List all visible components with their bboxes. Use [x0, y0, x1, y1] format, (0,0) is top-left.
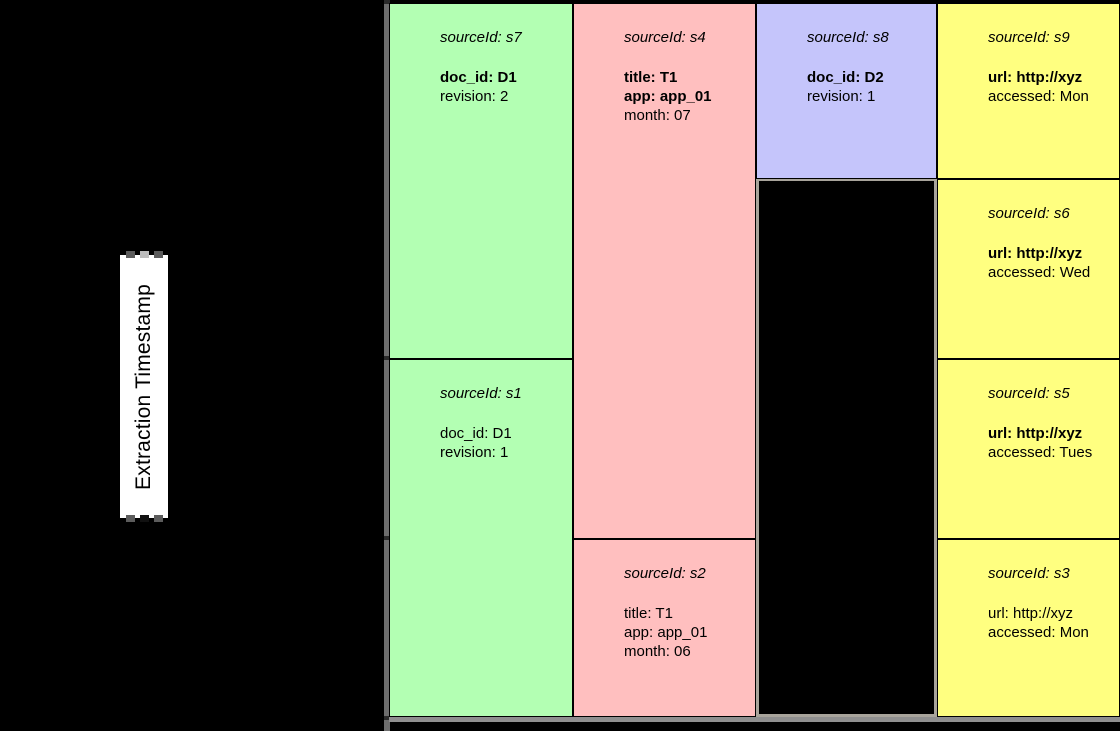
- attribute-line: month: 07: [624, 106, 691, 124]
- source-id-label: sourceId: s5: [988, 385, 1070, 402]
- attribute-line: doc_id: D2: [807, 68, 884, 86]
- cell-s7[interactable]: sourceId: s7 doc_id: D1 revision: 2: [389, 3, 573, 359]
- source-id-label: sourceId: s4: [624, 29, 706, 46]
- attribute-line: accessed: Wed: [988, 263, 1091, 281]
- attribute-line: month: 06: [624, 642, 691, 660]
- resize-handle-bottom-left[interactable]: [126, 515, 135, 522]
- rail-tick: [384, 0, 390, 4]
- resize-handle-top-left[interactable]: [126, 251, 135, 258]
- green-column: sourceId: s7 doc_id: D1 revision: 2 sour…: [389, 0, 573, 731]
- attribute-line: title: T1: [624, 68, 678, 86]
- attribute-line: url: http://xyz: [988, 68, 1083, 86]
- yellow-column: sourceId: s9 url: http://xyz accessed: M…: [937, 0, 1120, 731]
- attribute-line: accessed: Mon: [988, 87, 1089, 105]
- attribute-line: accessed: Tues: [988, 443, 1093, 461]
- attribute-line: url: http://xyz: [988, 604, 1074, 622]
- cell-s2[interactable]: sourceId: s2 title: T1 app: app_01 month…: [573, 539, 756, 717]
- rail-tick: [384, 536, 390, 540]
- rail-tick: [384, 356, 390, 360]
- attribute-line: revision: 2: [440, 87, 509, 105]
- cell-s4[interactable]: sourceId: s4 title: T1 app: app_01 month…: [573, 3, 756, 539]
- board-bottom-shadow: [389, 717, 1120, 722]
- attribute-line: accessed: Mon: [988, 623, 1089, 641]
- rail-tick: [384, 716, 390, 720]
- attribute-line: app: app_01: [624, 623, 708, 641]
- cell-s6[interactable]: sourceId: s6 url: http://xyz accessed: W…: [937, 179, 1120, 359]
- attribute-line: url: http://xyz: [988, 424, 1083, 442]
- left-gutter-rail[interactable]: [384, 0, 390, 731]
- resize-handle-top-center[interactable]: [140, 251, 149, 258]
- empty-purple-region-frame: [756, 178, 937, 717]
- source-id-label: sourceId: s8: [807, 29, 889, 46]
- cell-s1[interactable]: sourceId: s1 doc_id: D1 revision: 1: [389, 359, 573, 717]
- cell-s5[interactable]: sourceId: s5 url: http://xyz accessed: T…: [937, 359, 1120, 539]
- source-id-label: sourceId: s3: [988, 565, 1070, 582]
- source-id-label: sourceId: s7: [440, 29, 522, 46]
- source-id-label: sourceId: s2: [624, 565, 706, 582]
- pink-column: sourceId: s4 title: T1 app: app_01 month…: [573, 0, 756, 731]
- attribute-line: app: app_01: [624, 87, 712, 105]
- attribute-line: title: T1: [624, 604, 673, 622]
- attribute-line: doc_id: D1: [440, 424, 512, 442]
- source-id-label: sourceId: s1: [440, 385, 522, 402]
- attribute-line: doc_id: D1: [440, 68, 517, 86]
- source-id-label: sourceId: s9: [988, 29, 1070, 46]
- resize-handle-top-right[interactable]: [154, 251, 163, 258]
- axis-label-text: Extraction Timestamp: [132, 283, 155, 490]
- attribute-line: revision: 1: [440, 443, 509, 461]
- extraction-timestamp-axis-label[interactable]: Extraction Timestamp: [120, 251, 168, 522]
- attribute-line: revision: 1: [807, 87, 876, 105]
- cell-s8[interactable]: sourceId: s8 doc_id: D2 revision: 1: [756, 3, 937, 179]
- cell-s9[interactable]: sourceId: s9 url: http://xyz accessed: M…: [937, 3, 1120, 179]
- source-id-label: sourceId: s6: [988, 205, 1070, 222]
- attribute-line: url: http://xyz: [988, 244, 1083, 262]
- resize-handle-bottom-center[interactable]: [140, 515, 149, 522]
- cell-s3[interactable]: sourceId: s3 url: http://xyz accessed: M…: [937, 539, 1120, 717]
- resize-handle-bottom-right[interactable]: [154, 515, 163, 522]
- source-columns-board: sourceId: s7 doc_id: D1 revision: 2 sour…: [389, 0, 1120, 731]
- purple-column: sourceId: s8 doc_id: D2 revision: 1: [756, 0, 937, 731]
